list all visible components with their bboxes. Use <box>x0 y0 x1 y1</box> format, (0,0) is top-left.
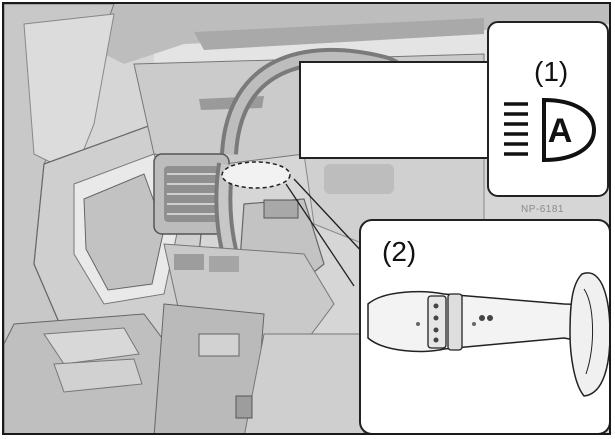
indicator-callout-label: (1) <box>534 56 568 88</box>
lever-highlight <box>222 162 290 188</box>
dashboard-illustration: A <box>4 4 611 435</box>
blank-callout-box <box>300 62 500 158</box>
figure-frame: A (1) (2) NP-6181 <box>2 2 611 435</box>
figure-code: NP-6181 <box>521 204 564 215</box>
switch-callout-label: (2) <box>382 236 416 268</box>
indicator-callout <box>488 22 608 196</box>
auto-glyph: A <box>548 112 573 150</box>
